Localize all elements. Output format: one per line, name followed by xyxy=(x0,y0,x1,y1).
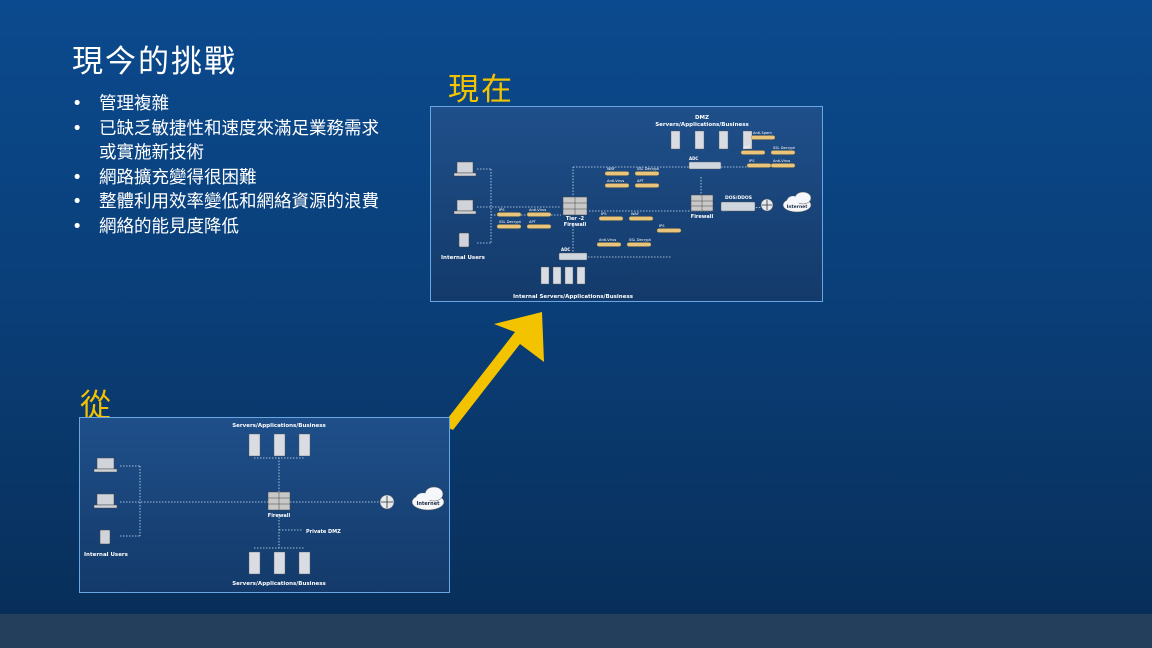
security-component-label: Anti-Virus xyxy=(529,208,546,212)
internet-cloud-icon xyxy=(411,486,445,511)
dmz-servers xyxy=(670,130,753,150)
security-component-label: APT xyxy=(743,146,751,150)
security-component-label: SSL Decrypt xyxy=(637,167,660,171)
security-appliance-icon xyxy=(526,224,552,229)
servers-top-label: Servers/Applications/Business xyxy=(232,423,326,429)
internet-label: Internet xyxy=(416,501,440,507)
legacy-network-diagram: Servers/Applications/Business Firewall P… xyxy=(79,417,450,593)
bullet-item: 管理複雜 xyxy=(72,92,392,117)
firewall-label: Firewall xyxy=(268,513,291,519)
laptop-icon xyxy=(453,161,477,177)
laptop-icon xyxy=(93,493,118,509)
internal-servers xyxy=(540,266,586,285)
security-appliance-icon xyxy=(598,216,624,221)
security-component-label: IPS xyxy=(499,208,505,212)
tablet-icon xyxy=(458,232,470,248)
security-appliance-icon xyxy=(746,163,772,168)
current-network-diagram: DMZ Servers/Applications/Business ADC AD… xyxy=(430,106,823,302)
adc-bottom-label: ADC xyxy=(561,247,570,252)
adc-device-icon xyxy=(558,252,588,261)
firewall-label: Firewall xyxy=(691,214,714,220)
security-appliance-icon xyxy=(740,150,766,155)
security-component-label: APT xyxy=(529,220,537,224)
firewall-icon xyxy=(267,491,291,511)
adc-top-label: ADC xyxy=(689,156,698,161)
security-component-label: WAF xyxy=(607,167,615,171)
bullet-item: 網絡的能見度降低 xyxy=(72,215,392,240)
security-component-label: APT xyxy=(637,179,645,183)
adc-device-icon xyxy=(688,161,722,170)
bullet-item: 已缺乏敏捷性和速度來滿足業務需求或實施新技術 xyxy=(72,117,392,166)
security-appliance-icon xyxy=(770,163,796,168)
bullet-item: 整體利用效率變低和網絡資源的浪費 xyxy=(72,190,392,215)
security-component-label: IPS xyxy=(659,224,665,228)
security-component-label: Anti-Virus xyxy=(599,238,616,242)
security-component-label: Anti-Spam xyxy=(753,131,772,135)
tablet-icon xyxy=(99,529,111,545)
security-appliance-icon xyxy=(626,242,652,247)
security-appliance-icon xyxy=(496,212,522,217)
security-appliance-icon xyxy=(634,171,660,176)
security-appliance-icon xyxy=(656,228,682,233)
dmz-subtitle: Servers/Applications/Business xyxy=(655,122,749,128)
internal-servers-label: Internal Servers/Applications/Business xyxy=(513,294,634,300)
dmz-title: DMZ xyxy=(695,115,709,121)
laptop-icon xyxy=(93,457,118,473)
security-component-label: Anti-Virus xyxy=(607,179,624,183)
top-servers xyxy=(248,433,311,457)
security-appliance-icon xyxy=(628,216,654,221)
security-component-label: SSL Decrypt xyxy=(629,238,652,242)
bullet-item: 網路擴充變得很困難 xyxy=(72,166,392,191)
bottom-servers xyxy=(248,551,311,575)
security-appliance-icon xyxy=(526,212,552,217)
laptop-icon xyxy=(453,199,477,215)
security-appliance-icon xyxy=(596,242,622,247)
security-component-label: Anti-Virus xyxy=(773,159,790,163)
security-appliance-icon xyxy=(770,150,796,155)
ddos-device-icon xyxy=(720,201,756,212)
security-component-label: SSL Decrypt xyxy=(499,220,522,224)
internal-users-label: Internal Users xyxy=(441,255,486,261)
security-appliance-icon xyxy=(750,135,776,140)
footer-strip xyxy=(0,614,1152,648)
servers-bottom-label: Servers/Applications/Business xyxy=(232,581,326,587)
challenge-bullet-list: 管理複雜 已缺乏敏捷性和速度來滿足業務需求或實施新技術 網路擴充變得很困難 整體… xyxy=(72,92,392,239)
security-appliance-icon xyxy=(604,171,630,176)
private-dmz-label: Private DMZ xyxy=(306,529,341,535)
internet-label: Internet xyxy=(787,204,809,210)
tier2-firewall-icon xyxy=(562,196,588,216)
internal-users-label: Internal Users xyxy=(84,552,129,558)
security-appliance-icon xyxy=(496,224,522,229)
security-component-label: IPS xyxy=(601,212,607,216)
security-appliance-icon xyxy=(604,183,630,188)
security-component-label: WAF xyxy=(631,212,639,216)
security-appliance-icon xyxy=(634,183,660,188)
slide-title: 現今的挑戰 xyxy=(72,44,237,80)
internet-cloud-icon xyxy=(782,191,812,213)
security-component-label: SSL Decrypt xyxy=(773,146,796,150)
label-now: 現在 xyxy=(448,72,514,108)
ddos-label: DOS/DDOS xyxy=(725,195,752,201)
security-component-label: IPS xyxy=(749,159,755,163)
firewall-icon xyxy=(690,194,714,212)
